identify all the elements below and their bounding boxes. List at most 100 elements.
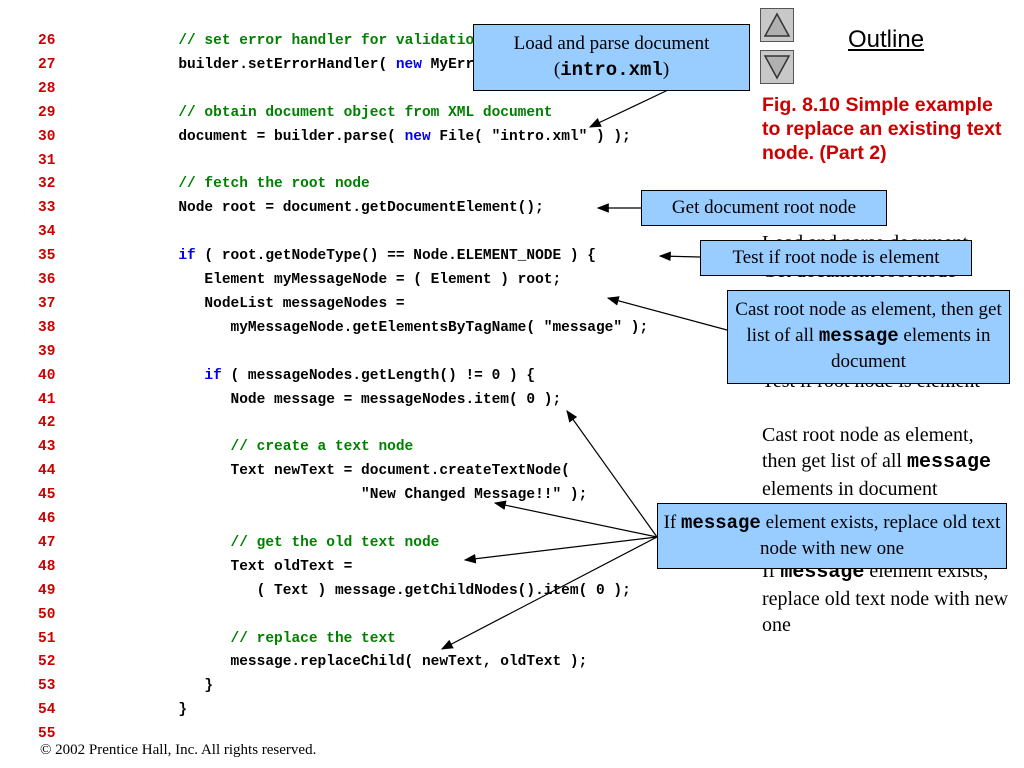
copyright-notice: © 2002 Prentice Hall, Inc. All rights re… <box>40 742 317 758</box>
code-comment: // get the old text node <box>230 534 440 551</box>
line-number: 36 <box>38 272 56 288</box>
line-number: 26 <box>38 33 56 49</box>
line-number: 45 <box>38 487 56 504</box>
line-number: 55 <box>38 726 56 743</box>
code-keyword: if <box>204 367 222 384</box>
code-line: 55 <box>0 722 760 746</box>
callout-text: Get document root node <box>671 197 857 218</box>
line-number: 48 <box>38 558 56 575</box>
code-line: 45 "New Changed Message!!" ); <box>0 483 760 507</box>
callout-code: message <box>681 512 761 534</box>
line-number: 46 <box>38 511 56 527</box>
callout-text: element exists, replace old text node wi… <box>759 512 1001 559</box>
code-line: 32 // fetch the root node <box>0 172 760 196</box>
code-line: 38 myMessageNode.getElementsByTagName( "… <box>0 316 760 340</box>
code-text: // get the old text node <box>100 531 440 555</box>
code-text: builder.setErrorHandler( new MyErrorHand… <box>100 53 596 77</box>
code-text: Node root = document.getDocumentElement(… <box>100 196 544 220</box>
code-line: 27 builder.setErrorHandler( new MyErrorH… <box>0 53 760 77</box>
code-text: Text oldText = <box>100 555 353 579</box>
code-line: 49 ( Text ) message.getChildNodes().item… <box>0 579 760 603</box>
code-token: Text oldText = <box>100 558 353 575</box>
arrow-replace-oldtext <box>463 536 658 564</box>
code-token: document = builder.parse( <box>100 128 405 145</box>
arrow-replace-child <box>440 536 658 650</box>
callout-replace-text: If message element exists, replace old t… <box>657 503 1007 569</box>
code-line: 30 document = builder.parse( new File( "… <box>0 125 760 149</box>
arrow-test <box>658 251 701 262</box>
line-number: 31 <box>38 152 56 169</box>
code-token: } <box>100 678 214 695</box>
line-number: 51 <box>38 630 56 647</box>
code-text: Node message = messageNodes.item( 0 ); <box>100 388 562 412</box>
code-token: Node root = document.getDocumentElement(… <box>100 200 544 217</box>
code-token: ( root.getNodeType() == Node.ELEMENT_NOD… <box>195 248 596 265</box>
line-number: 42 <box>38 415 56 432</box>
code-token: ( messageNodes.getLength() != 0 ) { <box>221 367 536 384</box>
code-token: File( "intro.xml" ) ); <box>430 128 631 145</box>
code-line: 41 Node message = messageNodes.item( 0 )… <box>0 388 760 412</box>
callout-test-element: Test if root node is element <box>700 240 972 276</box>
code-token: ( Text ) message.getChildNodes().item( 0… <box>100 582 631 599</box>
code-line: 53 } <box>0 674 760 698</box>
line-number: 41 <box>38 391 56 408</box>
code-comment: // create a text node <box>230 439 414 456</box>
code-text: myMessageNode.getElementsByTagName( "mes… <box>100 316 649 340</box>
arrow-replace-message <box>566 410 658 538</box>
code-line: 39 <box>0 340 760 364</box>
code-keyword: if <box>178 248 196 265</box>
code-line: 42 <box>0 411 760 435</box>
code-text: "New Changed Message!!" ); <box>100 483 587 507</box>
callout-text: ) <box>662 59 670 80</box>
code-text: // obtain document object from XML docum… <box>100 101 553 125</box>
line-number: 54 <box>38 702 56 719</box>
line-number: 32 <box>38 176 56 193</box>
code-token: NodeList messageNodes = <box>100 295 405 312</box>
code-comment: // obtain document object from XML docum… <box>178 104 553 121</box>
up-triangle-icon <box>763 12 791 37</box>
line-number: 47 <box>38 534 56 551</box>
line-number: 50 <box>38 606 56 623</box>
code-text: } <box>100 698 187 722</box>
line-number: 38 <box>38 319 56 336</box>
line-number: 27 <box>38 56 56 73</box>
code-line: 44 Text newText = document.createTextNod… <box>0 459 760 483</box>
code-line: 36 Element myMessageNode = ( Element ) r… <box>0 268 760 292</box>
code-text: } <box>100 674 213 698</box>
code-line: 51 // replace the text <box>0 627 760 651</box>
code-line: 40 if ( messageNodes.getLength() != 0 ) … <box>0 364 760 388</box>
down-triangle-icon <box>763 55 791 80</box>
code-text: message.replaceChild( newText, oldText )… <box>100 650 588 674</box>
code-token: Element myMessageNode = ( Element ) root… <box>100 272 562 288</box>
code-keyword: new <box>395 56 422 73</box>
callout-get-root: Get document root node <box>641 190 887 226</box>
code-line: 37 NodeList messageNodes = <box>0 292 760 316</box>
line-number: 39 <box>38 343 56 360</box>
code-line: 43 // create a text node <box>0 435 760 459</box>
outline-link[interactable]: Outline <box>848 26 925 53</box>
code-line: 48 Text oldText = <box>0 555 760 579</box>
code-text: // fetch the root node <box>100 172 369 196</box>
side-note-text: elements in document <box>762 478 938 500</box>
code-keyword: new <box>404 128 431 145</box>
line-number: 49 <box>38 582 56 599</box>
previous-slide-button[interactable] <box>760 8 794 42</box>
next-slide-button[interactable] <box>760 50 794 84</box>
code-line: 52 message.replaceChild( newText, oldTex… <box>0 650 760 674</box>
code-text: document = builder.parse( new File( "int… <box>100 125 631 149</box>
callout-text: Cast root node as element, then get list… <box>735 299 1002 346</box>
code-comment: // replace the text <box>230 630 396 647</box>
line-number: 33 <box>38 200 56 217</box>
code-line: 47 // get the old text node <box>0 531 760 555</box>
figure-caption: Fig. 8.10 Simple example to replace an e… <box>762 94 1002 164</box>
code-token: } <box>100 702 188 719</box>
line-number: 40 <box>38 367 56 384</box>
code-token: myMessageNode.getElementsByTagName( "mes… <box>100 319 649 336</box>
line-number: 30 <box>38 128 56 145</box>
code-line: 46 <box>0 507 760 531</box>
code-line: 29 // obtain document object from XML do… <box>0 101 760 125</box>
line-number: 52 <box>38 654 56 671</box>
callout-text: Load and parse document ( <box>513 33 710 80</box>
arrow-load <box>588 89 669 128</box>
